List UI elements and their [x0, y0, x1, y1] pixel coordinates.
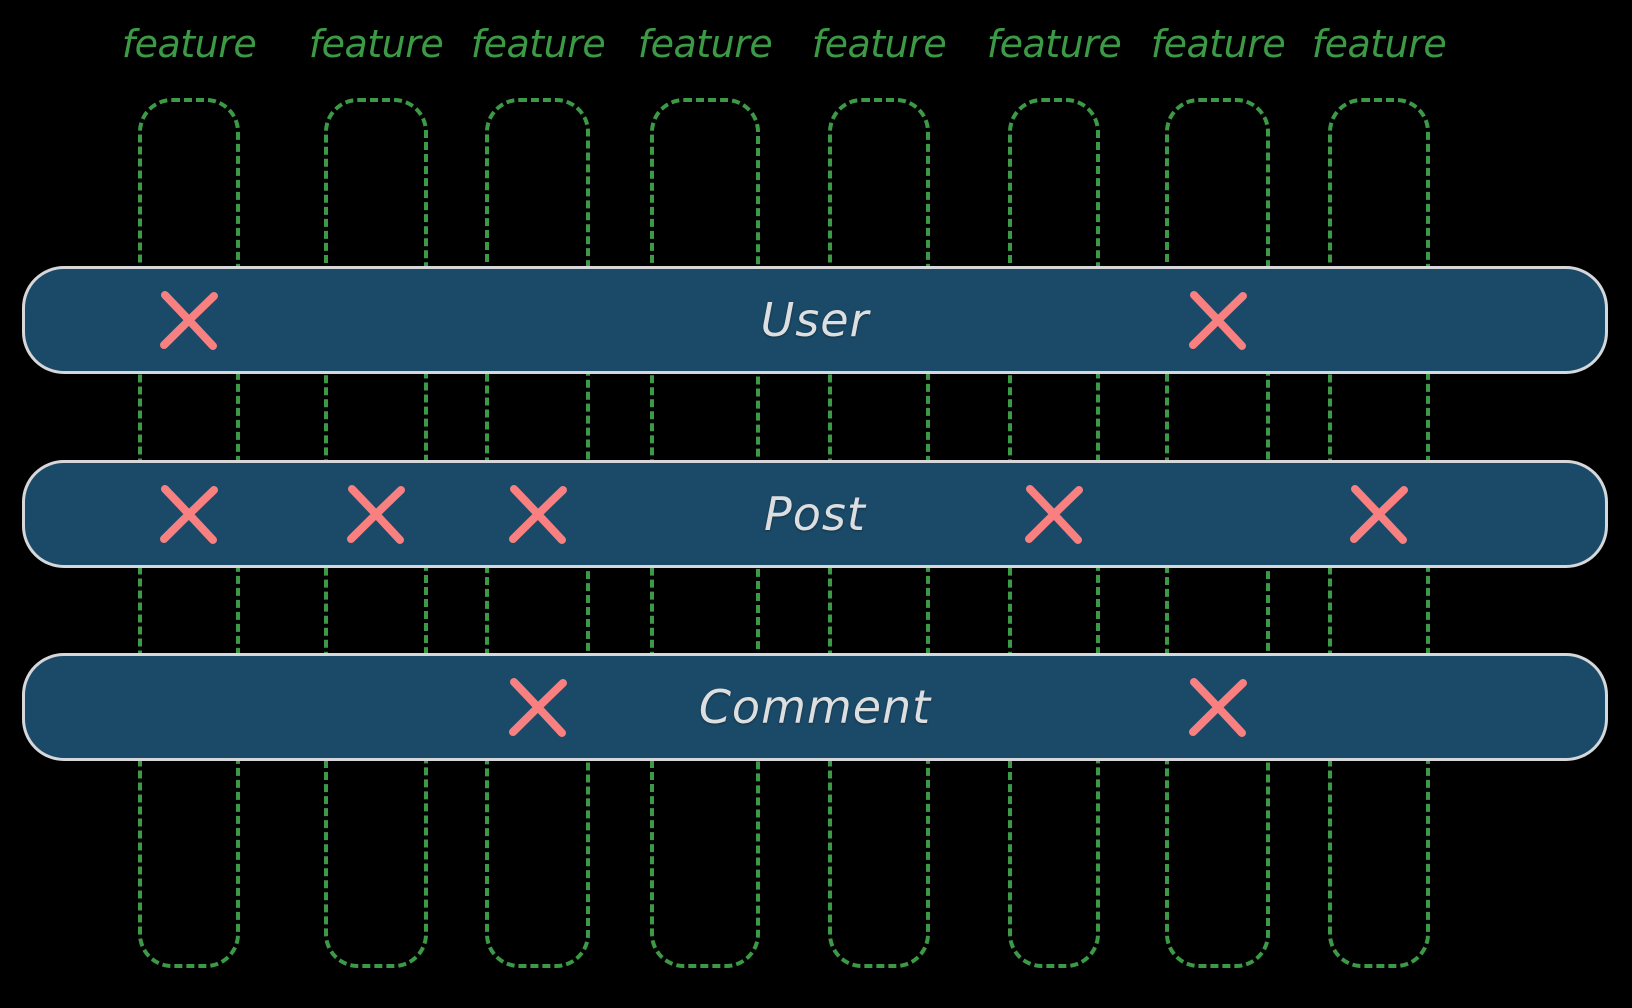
- entity-bar[interactable]: Post: [22, 460, 1608, 568]
- feature-column-label: feature: [1311, 22, 1447, 66]
- feature-column-label: feature: [470, 22, 606, 66]
- entity-name-label: Comment: [698, 680, 932, 734]
- feature-column-label: feature: [637, 22, 773, 66]
- entity-bar[interactable]: Comment: [22, 653, 1608, 761]
- entity-bar[interactable]: User: [22, 266, 1608, 374]
- feature-column-label: feature: [986, 22, 1122, 66]
- feature-column-label: feature: [1150, 22, 1286, 66]
- feature-column-label: feature: [811, 22, 947, 66]
- entity-name-label: Post: [764, 487, 866, 541]
- entity-name-label: User: [760, 293, 870, 347]
- feature-column-label: feature: [308, 22, 444, 66]
- feature-column-label: feature: [121, 22, 257, 66]
